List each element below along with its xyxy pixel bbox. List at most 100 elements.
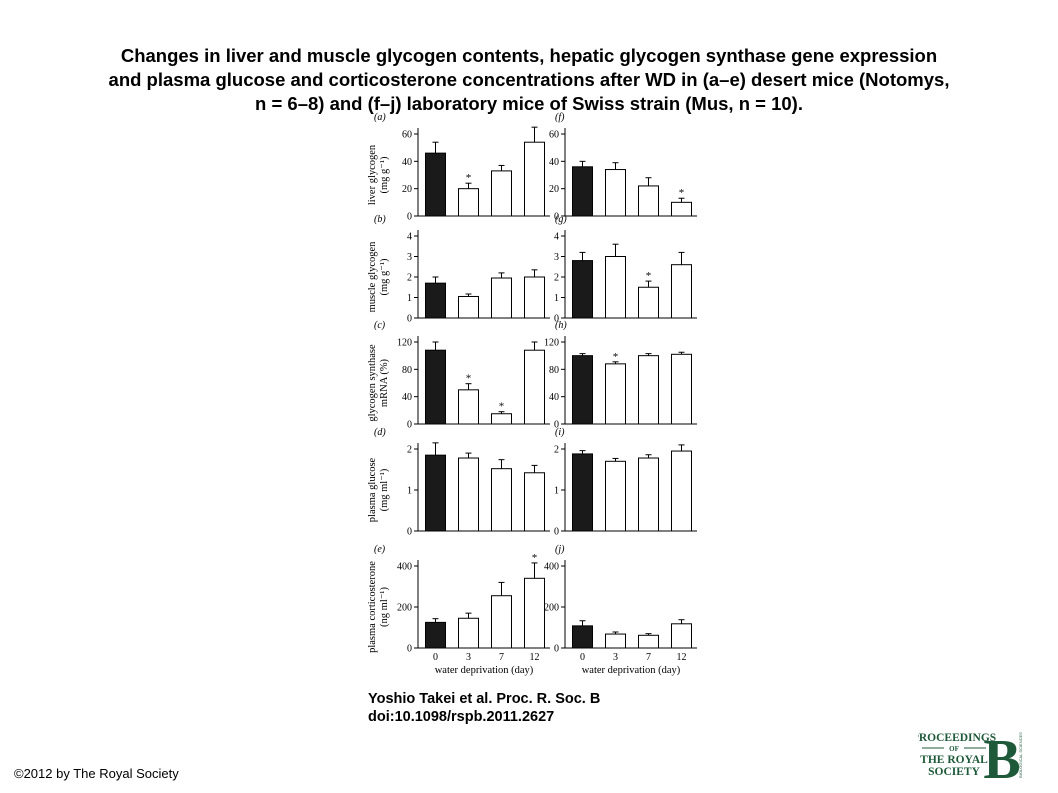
y-tick-label-a: 40 <box>402 157 412 168</box>
copyright-notice: ©2012 by The Royal Society <box>14 766 179 781</box>
panel-label-h: (h) <box>555 320 567 331</box>
x-tick-label-j-12: 12 <box>677 652 687 663</box>
y-tick-label-h: 120 <box>544 338 559 349</box>
logo-line-4: SOCIETY <box>928 766 980 778</box>
y-tick-label-f: 60 <box>549 130 559 141</box>
y-tick-label-a: 60 <box>402 130 412 141</box>
x-tick-label-j-3: 3 <box>613 652 618 663</box>
y-tick-label-g: 3 <box>554 252 559 263</box>
bar-h-0 <box>572 355 593 425</box>
bar-j-3 <box>605 633 626 649</box>
panel-label-i: (i) <box>555 427 565 438</box>
citation-authors: Yoshio Takei et al. Proc. R. Soc. B <box>368 691 601 707</box>
bar-f-3 <box>605 169 626 217</box>
bar-g-7 <box>638 286 659 319</box>
y-tick-label-c: 120 <box>397 338 412 349</box>
y-tick-label-g: 1 <box>554 293 559 304</box>
y-axis-label-a: liver glycogen <box>367 144 378 205</box>
y-tick-label-g: 0 <box>554 314 559 325</box>
citation: Yoshio Takei et al. Proc. R. Soc. B doi:… <box>368 690 600 726</box>
y-tick-label-b: 2 <box>407 273 412 284</box>
panel-label-f: (f) <box>555 112 565 123</box>
y-tick-label-i: 0 <box>554 527 559 538</box>
y-axis-label-d: plasma glucose <box>367 457 378 522</box>
x-tick-label-j-0: 0 <box>580 652 585 663</box>
y-tick-label-h: 0 <box>554 420 559 431</box>
significance-marker-a-3: * <box>466 172 472 184</box>
bar-e-12 <box>524 577 545 649</box>
bar-a-7 <box>491 170 512 217</box>
bar-d-0 <box>425 454 446 532</box>
bar-c-12 <box>524 349 545 425</box>
bar-c-3 <box>458 389 479 425</box>
bar-d-12 <box>524 472 545 532</box>
bar-a-12 <box>524 141 545 217</box>
bar-e-0 <box>425 621 446 649</box>
y-tick-label-c: 40 <box>402 392 412 403</box>
bar-f-12 <box>671 201 692 217</box>
panel-label-d: (d) <box>374 427 386 438</box>
y-tick-label-b: 3 <box>407 252 412 263</box>
bar-f-0 <box>572 166 593 217</box>
bar-c-0 <box>425 349 446 425</box>
y-tick-label-e: 200 <box>397 603 412 614</box>
y-tick-label-f: 20 <box>549 184 559 195</box>
bar-h-7 <box>638 355 659 425</box>
y-tick-label-c: 80 <box>402 365 412 376</box>
y-tick-label-g: 2 <box>554 273 559 284</box>
significance-marker-c-7: * <box>499 401 505 413</box>
bar-b-0 <box>425 282 446 319</box>
title-line-2: and plasma glucose and corticosterone co… <box>108 69 950 90</box>
bar-g-0 <box>572 260 593 319</box>
bar-f-7 <box>638 185 659 217</box>
bar-b-12 <box>524 276 545 319</box>
bar-h-3 <box>605 363 626 425</box>
significance-marker-h-3: * <box>613 351 619 363</box>
y-tick-label-g: 4 <box>554 232 559 243</box>
y-tick-label-f: 0 <box>554 212 559 223</box>
panel-label-c: (c) <box>374 320 386 331</box>
royal-society-logo: PROCEEDINGS OF THE ROYAL SOCIETY B BIOLO… <box>918 729 1023 782</box>
x-axis-label-e: water deprivation (day) <box>435 665 534 676</box>
x-tick-label-j-7: 7 <box>646 652 651 663</box>
bar-i-3 <box>605 460 626 532</box>
y-tick-label-j: 400 <box>544 562 559 573</box>
logo-side-text: BIOLOGICAL SCIENCES <box>1018 732 1023 778</box>
significance-marker-g-7: * <box>646 270 652 282</box>
bar-a-3 <box>458 188 479 217</box>
bar-b-7 <box>491 277 512 319</box>
panel-label-g: (g) <box>555 214 567 225</box>
y-tick-label-h: 80 <box>549 365 559 376</box>
y-tick-label-e: 0 <box>407 644 412 655</box>
bar-g-12 <box>671 264 692 319</box>
y-tick-label-c: 0 <box>407 420 412 431</box>
panel-label-a: (a) <box>374 112 386 123</box>
y-tick-label-i: 2 <box>554 445 559 456</box>
y-tick-label-b: 4 <box>407 232 412 243</box>
significance-marker-c-3: * <box>466 373 472 385</box>
y-tick-label-a: 20 <box>402 184 412 195</box>
panel-label-j: (j) <box>555 544 565 555</box>
bar-j-7 <box>638 634 659 649</box>
title-line-3: n = 6–8) and (f–j) laboratory mice of Sw… <box>255 93 803 114</box>
y-axis-unit-c: mRNA (%) <box>379 358 390 407</box>
y-axis-unit-b: (mg g⁻¹) <box>379 258 390 295</box>
bar-e-7 <box>491 595 512 649</box>
y-tick-label-d: 2 <box>407 445 412 456</box>
logo-letter-b: B <box>983 729 1020 782</box>
significance-marker-f-12: * <box>679 187 685 199</box>
bar-h-12 <box>671 353 692 425</box>
x-tick-label-e-3: 3 <box>466 652 471 663</box>
bar-i-7 <box>638 457 659 532</box>
x-tick-label-e-7: 7 <box>499 652 504 663</box>
bar-e-3 <box>458 617 479 649</box>
significance-marker-e-12: * <box>532 552 538 564</box>
logo-line-2: OF <box>949 745 959 753</box>
y-tick-label-i: 1 <box>554 486 559 497</box>
y-axis-unit-d: (mg ml⁻¹) <box>379 468 390 511</box>
citation-doi: doi:10.1098/rspb.2011.2627 <box>368 709 555 725</box>
bar-b-3 <box>458 295 479 319</box>
y-axis-label-c: glycogen synthase <box>367 344 378 422</box>
